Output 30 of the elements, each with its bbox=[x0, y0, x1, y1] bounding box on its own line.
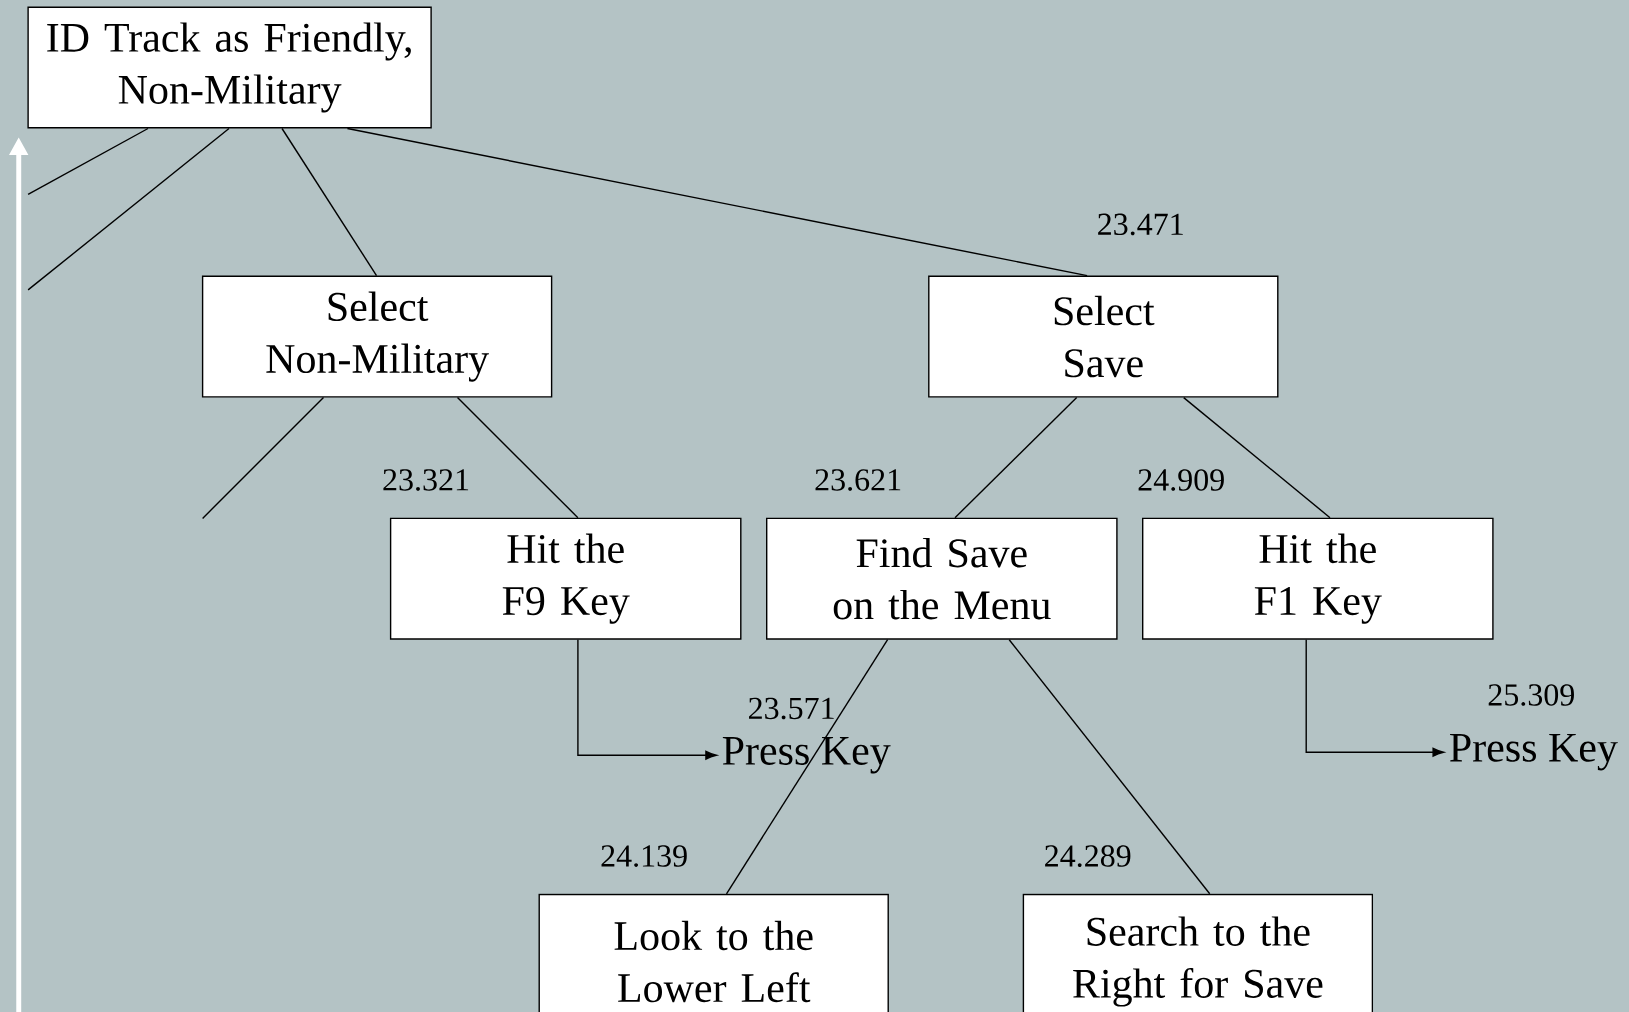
process-box: Select Non-Military bbox=[201, 275, 553, 398]
time-label: 25.309 bbox=[1488, 684, 1574, 706]
time-label: 23.571 bbox=[749, 697, 834, 720]
connector-line bbox=[456, 396, 579, 519]
process-box: Hit the F9 Key bbox=[389, 517, 742, 640]
connector-line bbox=[346, 127, 1088, 277]
time-label: 24.139 bbox=[601, 845, 687, 867]
connector-line bbox=[954, 396, 1078, 519]
time-label: 24.909 bbox=[1138, 469, 1224, 491]
time-label: 23.621 bbox=[815, 469, 901, 491]
time-label: 24.289 bbox=[1045, 845, 1131, 867]
arrow bbox=[1305, 639, 1445, 757]
leader-line bbox=[201, 396, 325, 520]
process-box: Select Save bbox=[928, 275, 1279, 398]
process-box: ID Track as Friendly, Non-Military bbox=[27, 6, 432, 129]
process-box: Find Save on the Menu bbox=[766, 517, 1118, 640]
action-label: Press Key bbox=[1450, 733, 1618, 771]
connector-line bbox=[725, 639, 889, 895]
process-box: Search to the Right for Save bbox=[1022, 893, 1374, 1012]
leader-line bbox=[27, 127, 230, 291]
connector-line bbox=[1008, 639, 1211, 895]
time-label: 23.321 bbox=[383, 469, 469, 491]
connector-line bbox=[281, 127, 378, 277]
time-label: 23.471 bbox=[1098, 213, 1183, 236]
connector-line bbox=[1183, 396, 1331, 519]
arrow bbox=[577, 639, 717, 760]
leader-line bbox=[27, 127, 149, 195]
process-box: Hit the F1 Key bbox=[1142, 517, 1494, 640]
action-label: Press Key bbox=[722, 737, 891, 774]
process-box: Look to the Lower Left bbox=[538, 893, 889, 1012]
